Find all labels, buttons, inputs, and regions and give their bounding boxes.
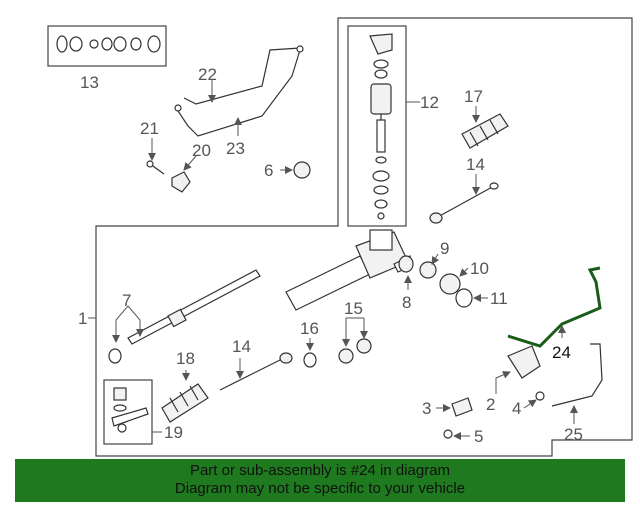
fluid-pipes bbox=[174, 45, 304, 137]
pipe-25-part bbox=[551, 343, 603, 407]
bolt-head bbox=[146, 160, 154, 168]
tie-rod-end-frame bbox=[103, 379, 153, 445]
boot-18-part bbox=[161, 383, 209, 423]
seal-8-part bbox=[398, 255, 414, 273]
callout-23: 23 bbox=[226, 139, 245, 158]
clamp-3-part bbox=[451, 397, 473, 417]
callout-3: 3 bbox=[422, 399, 431, 418]
callout-2: 2 bbox=[486, 395, 495, 414]
callout-22: 22 bbox=[198, 65, 217, 84]
dust-boot-part bbox=[461, 113, 509, 149]
notice-line-2: Diagram may not be specific to your vehi… bbox=[174, 480, 466, 497]
callout-15: 15 bbox=[344, 299, 363, 318]
callout-9: 9 bbox=[440, 239, 449, 258]
callout-14-lower: 14 bbox=[232, 337, 251, 356]
pinion-gear-parts bbox=[369, 33, 393, 220]
washer-11-part bbox=[455, 288, 473, 308]
callout-1: 1 bbox=[78, 309, 87, 328]
callout-21: 21 bbox=[140, 119, 159, 138]
bracket-2-part bbox=[507, 345, 541, 379]
seal-kit-frame bbox=[47, 25, 167, 67]
callout-16: 16 bbox=[300, 319, 319, 338]
callout-12: 12 bbox=[420, 93, 439, 112]
seal-kit-parts bbox=[56, 35, 161, 53]
rack-bar-part bbox=[108, 269, 261, 364]
part-24-highlighted bbox=[507, 266, 602, 348]
callout-11: 11 bbox=[490, 289, 508, 308]
bushing-15a-part bbox=[338, 348, 354, 364]
callout-24: 24 bbox=[552, 343, 571, 362]
tie-rod-end-part bbox=[111, 387, 149, 433]
rack-housing bbox=[285, 229, 413, 311]
rack-assembly-frame bbox=[95, 17, 633, 457]
mount-bracket-part bbox=[171, 171, 191, 193]
callout-5: 5 bbox=[474, 427, 483, 446]
callout-13: 13 bbox=[80, 73, 99, 92]
bolt-4-part bbox=[535, 391, 545, 401]
bushing-part bbox=[293, 161, 311, 179]
callout-14-upper: 14 bbox=[466, 155, 485, 174]
callout-17: 17 bbox=[464, 87, 483, 106]
gear-kit-frame bbox=[347, 25, 407, 227]
callout-10: 10 bbox=[470, 259, 489, 278]
callout-8: 8 bbox=[402, 293, 411, 312]
notice-line-1: Part or sub-assembly is #24 in diagram bbox=[189, 462, 451, 479]
bolt-5-part bbox=[443, 429, 453, 439]
inner-tie-rod-lower bbox=[219, 352, 293, 391]
bushing-9-part bbox=[419, 261, 437, 279]
callout-6: 6 bbox=[264, 161, 273, 180]
callout-20: 20 bbox=[192, 141, 211, 160]
inner-tie-rod-upper bbox=[429, 182, 499, 224]
leader-lines bbox=[88, 80, 578, 440]
bushing-10-part bbox=[439, 273, 461, 295]
callout-19: 19 bbox=[164, 423, 183, 442]
callout-25: 25 bbox=[564, 425, 583, 444]
callout-7: 7 bbox=[122, 291, 131, 310]
washer-16-part bbox=[303, 352, 317, 368]
notice-banner: Part or sub-assembly is #24 in diagram D… bbox=[15, 459, 625, 502]
callout-18: 18 bbox=[176, 349, 195, 368]
bushing-15b-part bbox=[356, 338, 372, 354]
callout-4: 4 bbox=[512, 399, 521, 418]
